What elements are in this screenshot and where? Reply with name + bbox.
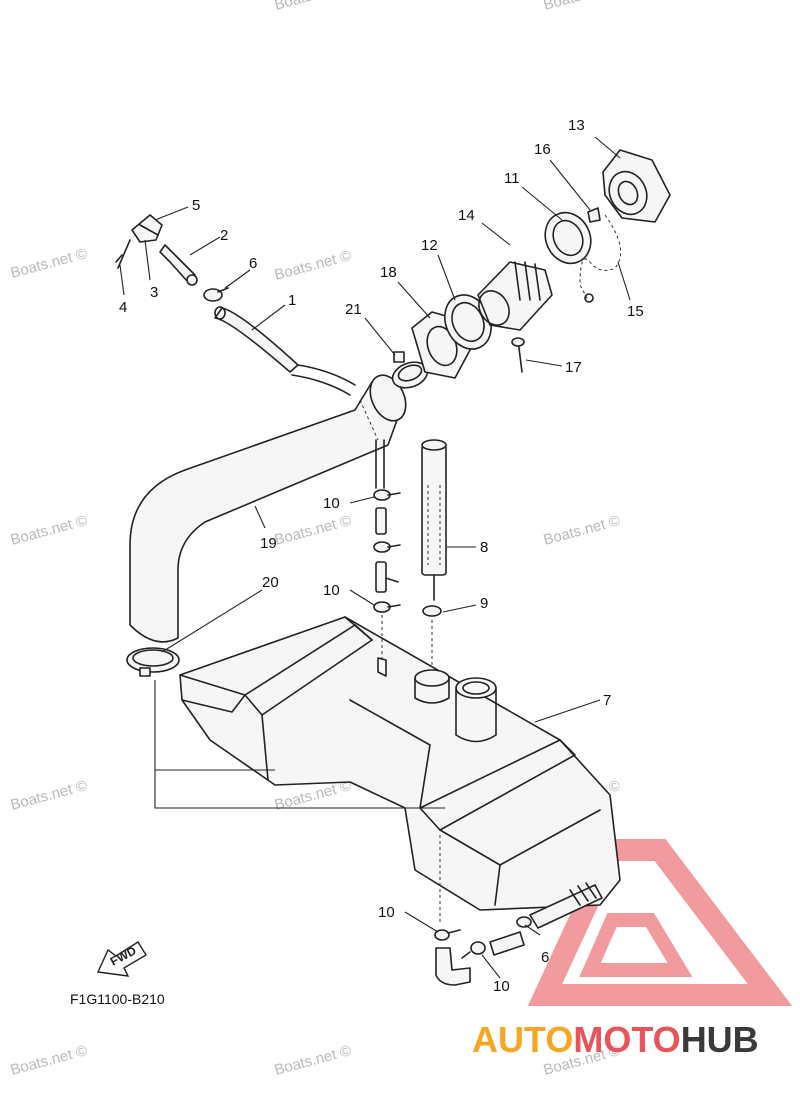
callout-10-d: 10 — [493, 978, 510, 995]
fwd-arrow-icon: FWD — [96, 941, 147, 977]
fuel-filter — [421, 439, 447, 668]
callout-12: 12 — [421, 237, 438, 254]
watermark-text: Boats.net © — [273, 247, 353, 284]
fuel-tank — [179, 616, 621, 925]
vent-assembly — [115, 214, 163, 269]
callout-labels: 1 2 3 4 5 6 6 7 8 9 10 10 10 10 11 12 13… — [119, 117, 644, 995]
callout-3: 3 — [150, 284, 158, 301]
callout-14: 14 — [458, 207, 475, 224]
callout-1: 1 — [288, 292, 296, 309]
callout-17: 17 — [565, 359, 582, 376]
clip-6-top — [203, 287, 229, 302]
watermark-text: Boats.net © — [273, 0, 353, 14]
vent-line-fittings — [373, 439, 401, 660]
callout-15: 15 — [627, 303, 644, 320]
check-valve — [159, 244, 198, 286]
callout-8: 8 — [480, 539, 488, 556]
watermark-text: Boats.net © — [542, 0, 622, 14]
diagram-code: F1G1100-B210 — [70, 991, 165, 1007]
breather-hose — [214, 306, 356, 396]
callout-6-top: 6 — [249, 255, 257, 272]
watermark-text: Boats.net © — [9, 777, 89, 814]
brand-wordmark: AUTOMOTOHUB — [472, 1019, 759, 1060]
watermark-layer: Boats.net © Boats.net © Boats.net © Boat… — [9, 0, 622, 1079]
callout-9: 9 — [480, 595, 488, 612]
brand-triangle-outer — [527, 839, 793, 1006]
callout-19: 19 — [260, 535, 277, 552]
watermark-text: Boats.net © — [273, 1042, 353, 1079]
assembly-lines — [154, 680, 445, 809]
callout-10-c: 10 — [378, 904, 395, 921]
brand-triangle-inner — [579, 913, 693, 977]
callout-4: 4 — [119, 299, 127, 316]
callout-11: 11 — [504, 170, 520, 187]
leader-lines — [119, 136, 631, 979]
callout-7: 7 — [603, 692, 611, 709]
drain-fittings — [434, 882, 603, 986]
callout-10-a: 10 — [323, 495, 340, 512]
callout-13: 13 — [568, 117, 585, 134]
watermark-text: Boats.net © — [273, 512, 353, 549]
watermark-text: Boats.net © — [9, 1042, 89, 1079]
callout-2: 2 — [220, 227, 228, 244]
callout-5: 5 — [192, 197, 200, 214]
watermark-text: Boats.net © — [542, 512, 622, 549]
callout-16: 16 — [534, 141, 551, 158]
brand-logo: AUTOMOTOHUB — [472, 839, 793, 1060]
callout-20: 20 — [262, 574, 279, 591]
filler-hose — [129, 374, 407, 643]
watermark-text: Boats.net © — [9, 512, 89, 549]
callout-21: 21 — [345, 301, 362, 318]
watermark-text: Boats.net © — [9, 245, 89, 282]
callout-6-bottom: 6 — [541, 949, 549, 966]
filler-neck-assembly — [391, 149, 671, 389]
callout-10-b: 10 — [323, 582, 340, 599]
callout-18: 18 — [380, 264, 397, 281]
hose-clamp-20 — [126, 647, 180, 677]
